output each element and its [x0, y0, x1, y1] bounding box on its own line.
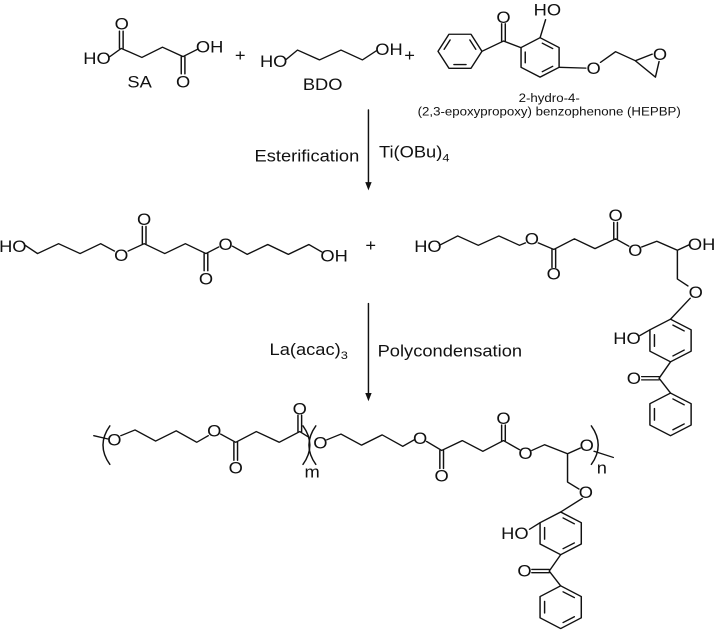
- sa-bonds: [109, 46, 199, 59]
- aromatic-double-bond: [541, 42, 554, 50]
- aromatic-double-bond: [672, 398, 685, 406]
- atom-oh: OH: [320, 247, 347, 266]
- polymer-backbone-bonds: [93, 429, 615, 587]
- diester-carbonyl-2: [203, 252, 209, 272]
- arrow-head: [365, 182, 372, 191]
- atom-ho: HO: [83, 49, 110, 68]
- hepbp-phenyl-ring: [437, 33, 483, 69]
- hepbp-resorcinol-ring: [520, 37, 560, 78]
- succinic-acid-structure: HO O OH O SA: [83, 14, 223, 91]
- atom-o: O: [580, 436, 594, 455]
- aromatic-double-bond: [541, 65, 554, 73]
- atom-o: O: [689, 283, 703, 302]
- ester-carbonyl-1: [551, 248, 557, 269]
- ester-carbonyl-2: [613, 221, 619, 240]
- arrow-head: [365, 393, 372, 402]
- atom-o: O: [229, 458, 243, 477]
- atom-ho: HO: [260, 52, 287, 71]
- polymer-phenyl-ring: [539, 585, 583, 630]
- aromatic-double-bond: [672, 324, 685, 332]
- aromatic-double-bond: [562, 542, 576, 550]
- atom-o: O: [579, 483, 593, 502]
- bdo-label: BDO: [303, 75, 343, 94]
- atom-o: O: [627, 369, 641, 388]
- hepbp-bonds: [481, 19, 660, 78]
- aromatic-double-bond: [562, 616, 576, 624]
- bdo-bonds: [285, 49, 377, 61]
- plus-sign: +: [365, 236, 376, 255]
- atom-o: O: [115, 14, 129, 33]
- diester-bonds: [24, 243, 323, 256]
- ester-resorcinol-ring: [649, 318, 692, 363]
- hepbp-ester-structure: HO O O O O OH O HO O: [414, 206, 714, 394]
- hepbp-carbonyl: [500, 23, 507, 42]
- diester-carbonyl-1: [141, 225, 147, 245]
- bracket-n-close: [590, 425, 599, 466]
- atom-o: O: [517, 562, 531, 581]
- atom-o: O: [608, 206, 622, 225]
- step2-name: Polycondensation: [378, 341, 522, 360]
- atom-o: O: [496, 8, 510, 27]
- sa-carbonyl-1: [118, 30, 124, 50]
- aromatic-double-bond: [672, 423, 685, 431]
- bracket-m-open: [102, 425, 111, 466]
- atom-o: O: [219, 235, 233, 254]
- bracket-n-open: [308, 425, 317, 466]
- atom-o-epoxide: O: [653, 45, 667, 64]
- atom-o: O: [547, 265, 561, 284]
- step1-name: Esterification: [255, 146, 360, 165]
- atom-o: O: [107, 430, 121, 449]
- sa-label: SA: [127, 73, 152, 92]
- hepbp-ester-bonds: [438, 235, 691, 394]
- polymer-resorcinol-ring: [539, 511, 583, 556]
- aromatic-double-bond: [443, 39, 451, 50]
- atom-o: O: [114, 246, 128, 265]
- atom-o: O: [518, 444, 532, 463]
- bracket-m-close: [302, 425, 311, 466]
- atom-o: O: [313, 434, 327, 453]
- atom-o: O: [587, 59, 601, 78]
- polycondensation-arrow: La(acac)3 Polycondensation: [270, 302, 522, 402]
- plus-sign: +: [404, 46, 415, 65]
- atom-ho: HO: [613, 329, 640, 348]
- repeat-index-m: m: [305, 462, 320, 481]
- atom-o: O: [413, 429, 427, 448]
- atom-oh: OH: [375, 40, 402, 59]
- atom-oh: OH: [196, 37, 223, 56]
- atom-o: O: [628, 241, 642, 260]
- polymer-carbonyls: [233, 414, 550, 574]
- step1-catalyst: Ti(OBu)4: [379, 142, 450, 164]
- atom-o: O: [176, 73, 190, 92]
- atom-ho: HO: [501, 524, 528, 543]
- plus-sign: +: [235, 46, 246, 65]
- atom-o: O: [137, 210, 151, 229]
- atom-o: O: [199, 270, 213, 289]
- butanediol-structure: HO OH BDO: [260, 40, 403, 94]
- hepbp-structure: O HO O O 2-hydro-4- (2,3-epoxypropoxy) b…: [418, 0, 681, 118]
- atom-o: O: [496, 409, 510, 428]
- sa-carbonyl-2: [180, 55, 186, 75]
- hepbp-label-line2: (2,3-epoxypropoxy) benzophenone (HEPBP): [418, 105, 681, 118]
- copolyester-structure: O O O O O O O O O O O HO O m n: [93, 399, 615, 587]
- hepbp-label-line1: 2-hydro-4-: [519, 92, 580, 105]
- atom-o: O: [207, 421, 221, 440]
- aromatic-double-bond: [562, 517, 576, 525]
- step2-catalyst: La(acac)3: [270, 340, 349, 362]
- atom-o: O: [525, 229, 539, 248]
- atom-ho: HO: [414, 237, 441, 256]
- ketone-carbonyl: [640, 375, 660, 381]
- atom-o: O: [293, 399, 307, 418]
- aromatic-rings: [437, 33, 692, 630]
- ester-phenyl-ring: [649, 392, 692, 437]
- esterification-arrow: Esterification Ti(OBu)4: [255, 109, 450, 191]
- atom-ho: HO: [0, 237, 27, 256]
- aromatic-double-bond: [469, 39, 477, 50]
- aromatic-double-bond: [672, 349, 685, 357]
- atom-ho: HO: [534, 0, 561, 19]
- bis-hydroxybutyl-succinate-structure: HO O O O O OH: [0, 210, 348, 288]
- aromatic-double-bond: [562, 591, 576, 599]
- atom-oh: OH: [688, 235, 714, 254]
- atom-o: O: [435, 466, 449, 485]
- repeat-index-n: n: [597, 458, 607, 477]
